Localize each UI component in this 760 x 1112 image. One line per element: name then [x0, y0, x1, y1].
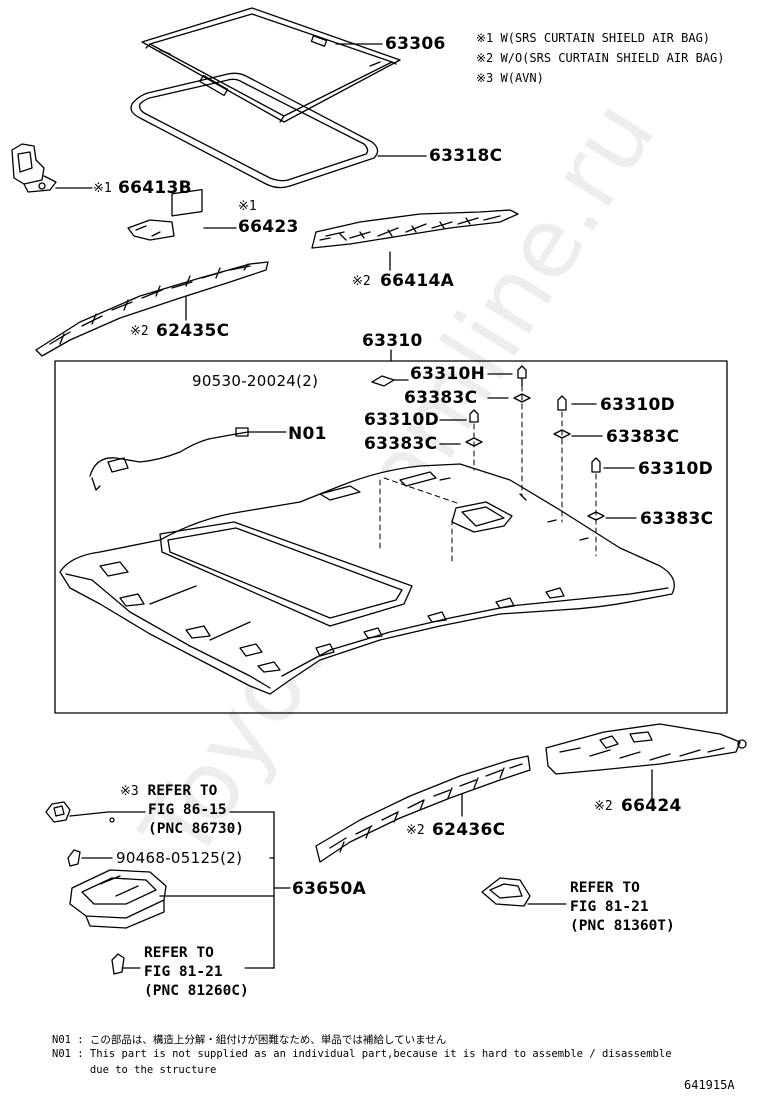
- room-lamp-drawing: [481, 877, 531, 907]
- refer-fig-81-21-a: REFER TO FIG 81-21 (PNC 81260C): [144, 944, 249, 1001]
- refer-label-2: REFER TO: [144, 945, 214, 961]
- wire-harness-N01-drawing: [89, 427, 287, 491]
- refer-pnc-1: (PNC 86730): [148, 821, 245, 837]
- note-mark-66414A: ※2: [352, 274, 371, 289]
- map-lamp-assembly-drawing: [45, 801, 167, 975]
- part-number-63650A: 63650A: [292, 879, 367, 899]
- garnish-62435C-drawing: [35, 261, 269, 357]
- refer-fig-81-21-b: REFER TO FIG 81-21 (PNC 81360T): [570, 879, 675, 936]
- part-number-90468-05125: 90468-05125(2): [116, 849, 243, 867]
- part-number-66424: 66424: [621, 796, 682, 816]
- note-mark-66424: ※2: [594, 799, 613, 814]
- part-number-63383C-d: 63383C: [640, 509, 714, 529]
- sunshade-panel-drawing: [141, 7, 401, 123]
- fasteners-drawing: [371, 365, 605, 521]
- part-number-63383C-c: 63383C: [606, 427, 680, 447]
- part-number-63310D-a: 63310D: [364, 410, 440, 430]
- refer-pnc-3: (PNC 81360T): [570, 918, 675, 934]
- footnote-japanese: N01 : この部品は、構造上分解・組付けが困難なため、単品では補給していません: [52, 1034, 447, 1046]
- figure-id: 641915A: [684, 1078, 735, 1092]
- refer-label-3: REFER TO: [570, 880, 640, 896]
- part-number-90530-20024: 90530-20024(2): [192, 372, 319, 390]
- note-mark-66423: ※1: [238, 199, 257, 214]
- garnish-66414A-drawing: [311, 209, 519, 249]
- garnish-66424-drawing: [545, 723, 747, 775]
- part-number-62436C: 62436C: [432, 820, 506, 840]
- garnish-62436C-drawing: [315, 755, 531, 863]
- part-number-63383C-a: 63383C: [404, 388, 478, 408]
- note-mark-62436C: ※2: [406, 823, 425, 838]
- headliner-drawing: [59, 463, 675, 695]
- part-number-63310H: 63310H: [410, 364, 486, 384]
- refer-fig-3: FIG 81-21: [570, 899, 649, 915]
- part-number-63310: 63310: [362, 331, 423, 351]
- part-number-63306: 63306: [385, 34, 446, 54]
- part-number-63383C-b: 63383C: [364, 434, 438, 454]
- footnote-english-1: N01 : This part is not supplied as an in…: [52, 1048, 672, 1060]
- refer-pnc-2: (PNC 81260C): [144, 983, 249, 999]
- part-number-66423: 66423: [238, 217, 299, 237]
- legend-line-3: ※3 W(AVN): [476, 71, 544, 85]
- refer-fig-86-15: ※3 REFER TO FIG 86-15 (PNC 86730): [120, 782, 244, 839]
- legend-line-2: ※2 W/O(SRS CURTAIN SHIELD AIR BAG): [476, 51, 725, 65]
- refer-fig-2: FIG 81-21: [144, 964, 223, 980]
- refer-fig-1: FIG 86-15: [148, 802, 227, 818]
- part-number-N01: N01: [288, 424, 327, 444]
- refer-label-1: REFER TO: [147, 783, 218, 799]
- sunroof-seal-drawing: [130, 72, 379, 189]
- note-mark-66413B: ※1: [93, 181, 112, 196]
- part-number-63310D-b: 63310D: [600, 395, 676, 415]
- part-number-66414A: 66414A: [380, 271, 455, 291]
- part-number-63310D-c: 63310D: [638, 459, 714, 479]
- part-number-62435C: 62435C: [156, 321, 230, 341]
- legend-line-1: ※1 W(SRS CURTAIN SHIELD AIR BAG): [476, 31, 711, 45]
- footnote-english-2: due to the structure: [52, 1064, 217, 1076]
- part-number-66413B: 66413B: [118, 178, 192, 198]
- clip-66423-drawing: [127, 188, 203, 241]
- note-mark-62435C: ※2: [130, 324, 149, 339]
- part-number-63318C: 63318C: [429, 146, 503, 166]
- bracket-66413B-drawing: [11, 143, 57, 193]
- note-mark-avn: ※3: [120, 784, 139, 799]
